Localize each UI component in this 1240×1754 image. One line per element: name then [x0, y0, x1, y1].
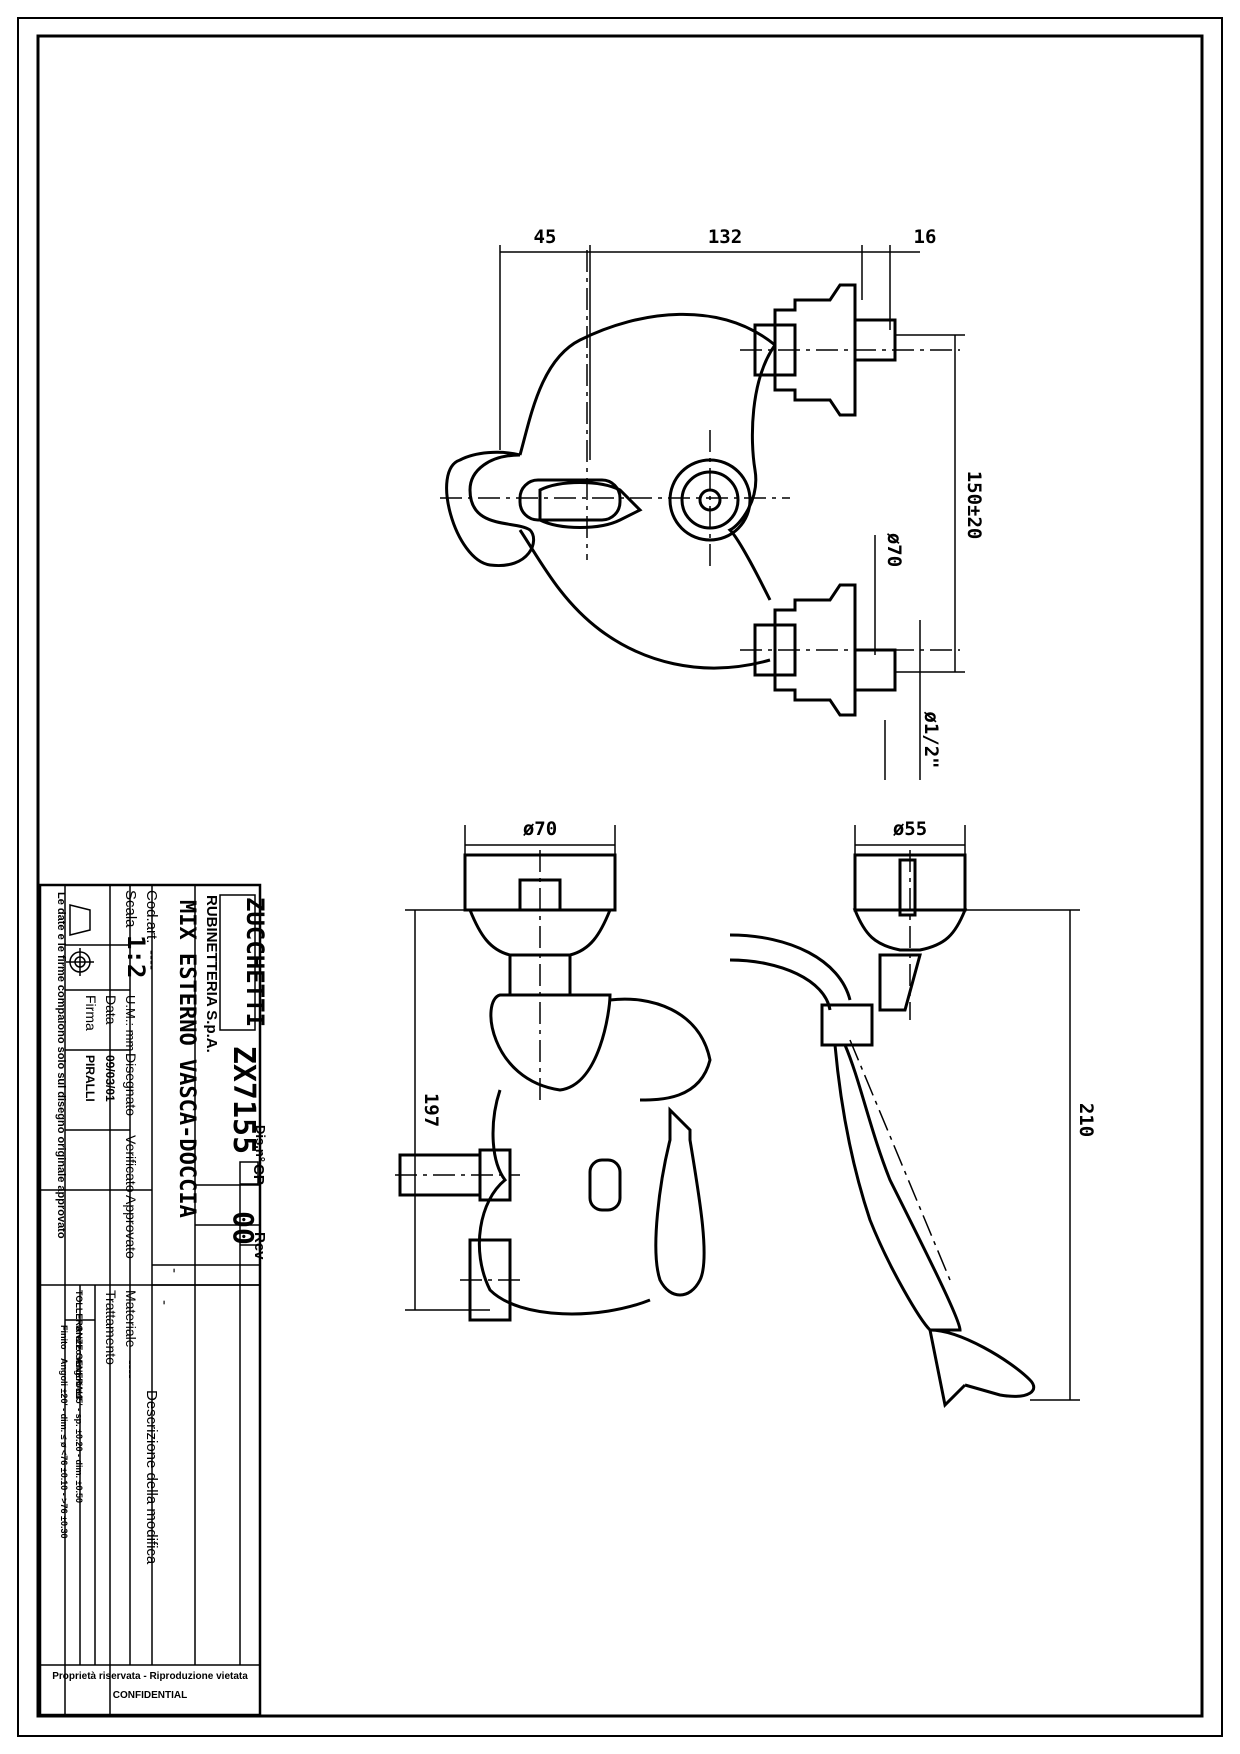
dis-label: Dis.n°: [253, 1125, 268, 1162]
confidential-text: CONFIDENTIAL: [113, 1690, 187, 1701]
dim-132: 132: [708, 226, 742, 248]
dis-value: CP: [250, 1164, 267, 1185]
product-description: MIX ESTERNO VASCA-DOCCIA: [174, 900, 199, 1218]
grezzo-label: Grezzo: [74, 1325, 84, 1356]
dash-2: -: [156, 1300, 173, 1305]
cod-art-label: Cod.art.: [143, 890, 160, 943]
scala-label: Scala: [122, 890, 139, 928]
dim-45: 45: [534, 226, 557, 248]
dim-phi55: ø55: [893, 818, 927, 840]
dim-210: 210: [1075, 1103, 1097, 1137]
inner-border: [36, 34, 1204, 1718]
outer-border: [17, 17, 1223, 1737]
scala-value: 1:2: [122, 935, 150, 978]
cod-art-value: ----: [143, 950, 160, 970]
company-logo-text: ZUCCHETTI: [241, 897, 269, 1027]
grezzo-value: Angoli ±45' - sp. ±0.20 - dim. ±0.50: [74, 1358, 84, 1503]
descrizione-modifica-label: Descrizione della modifica: [143, 1390, 160, 1565]
firma-value: PIRALLI: [83, 1055, 97, 1102]
data-value: 09/03/01: [103, 1055, 117, 1102]
side-view-dimensions: [405, 825, 616, 1311]
trattamento-label: Trattamento: [103, 1290, 119, 1365]
um-label: U.M.: mm: [123, 995, 138, 1051]
revision-value: 00: [227, 1211, 260, 1245]
dim-phi12: ø1/2": [920, 711, 942, 768]
finito-label: Finito: [59, 1325, 69, 1350]
dim-197: 197: [420, 1093, 442, 1127]
finito-value: Angoli ±20' - dim. ≤ ø <76 ±0.10 - >76 ±…: [59, 1358, 69, 1538]
dim-phi70-side: ø70: [883, 533, 905, 567]
data-label: Data: [103, 995, 119, 1025]
projection-symbol: [66, 904, 94, 976]
shower-view-dimensions: [854, 825, 1080, 1401]
drawing-code: ZX7155: [226, 1046, 261, 1154]
proprieta-text: Proprietà riservata - Riproduzione vieta…: [52, 1671, 248, 1682]
approval-note: Le date e le firme compaiono solo sul di…: [55, 892, 67, 1239]
title-block: ZUCCHETTI RUBINETTERIA S.p.A. Dis.n° CP …: [38, 883, 269, 1717]
approvato-label: Approvato: [123, 1195, 139, 1259]
front-view-dimensions: [499, 245, 965, 780]
shower-view: [729, 850, 1036, 1409]
disegnato-label: Disegnato: [123, 1053, 139, 1116]
verificato-label: Verificato: [123, 1135, 139, 1193]
dim-16: 16: [914, 226, 937, 248]
rev-label: Rev: [251, 1232, 268, 1260]
tolleranze-label: TOLLERANZE GENERALI: [74, 1290, 84, 1399]
company-logo: [219, 894, 256, 1031]
dim-phi70-top: ø70: [523, 818, 557, 840]
company-name: RUBINETTERIA S.p.A.: [203, 895, 220, 1053]
dash-1: -: [166, 1268, 183, 1273]
side-view: [395, 850, 712, 1322]
front-view: [440, 250, 960, 717]
dim-150: 150±20: [963, 471, 985, 540]
materiale-value: ----: [123, 1360, 139, 1379]
firma-label: Firma: [83, 995, 99, 1031]
materiale-label: Materiale: [123, 1290, 139, 1348]
